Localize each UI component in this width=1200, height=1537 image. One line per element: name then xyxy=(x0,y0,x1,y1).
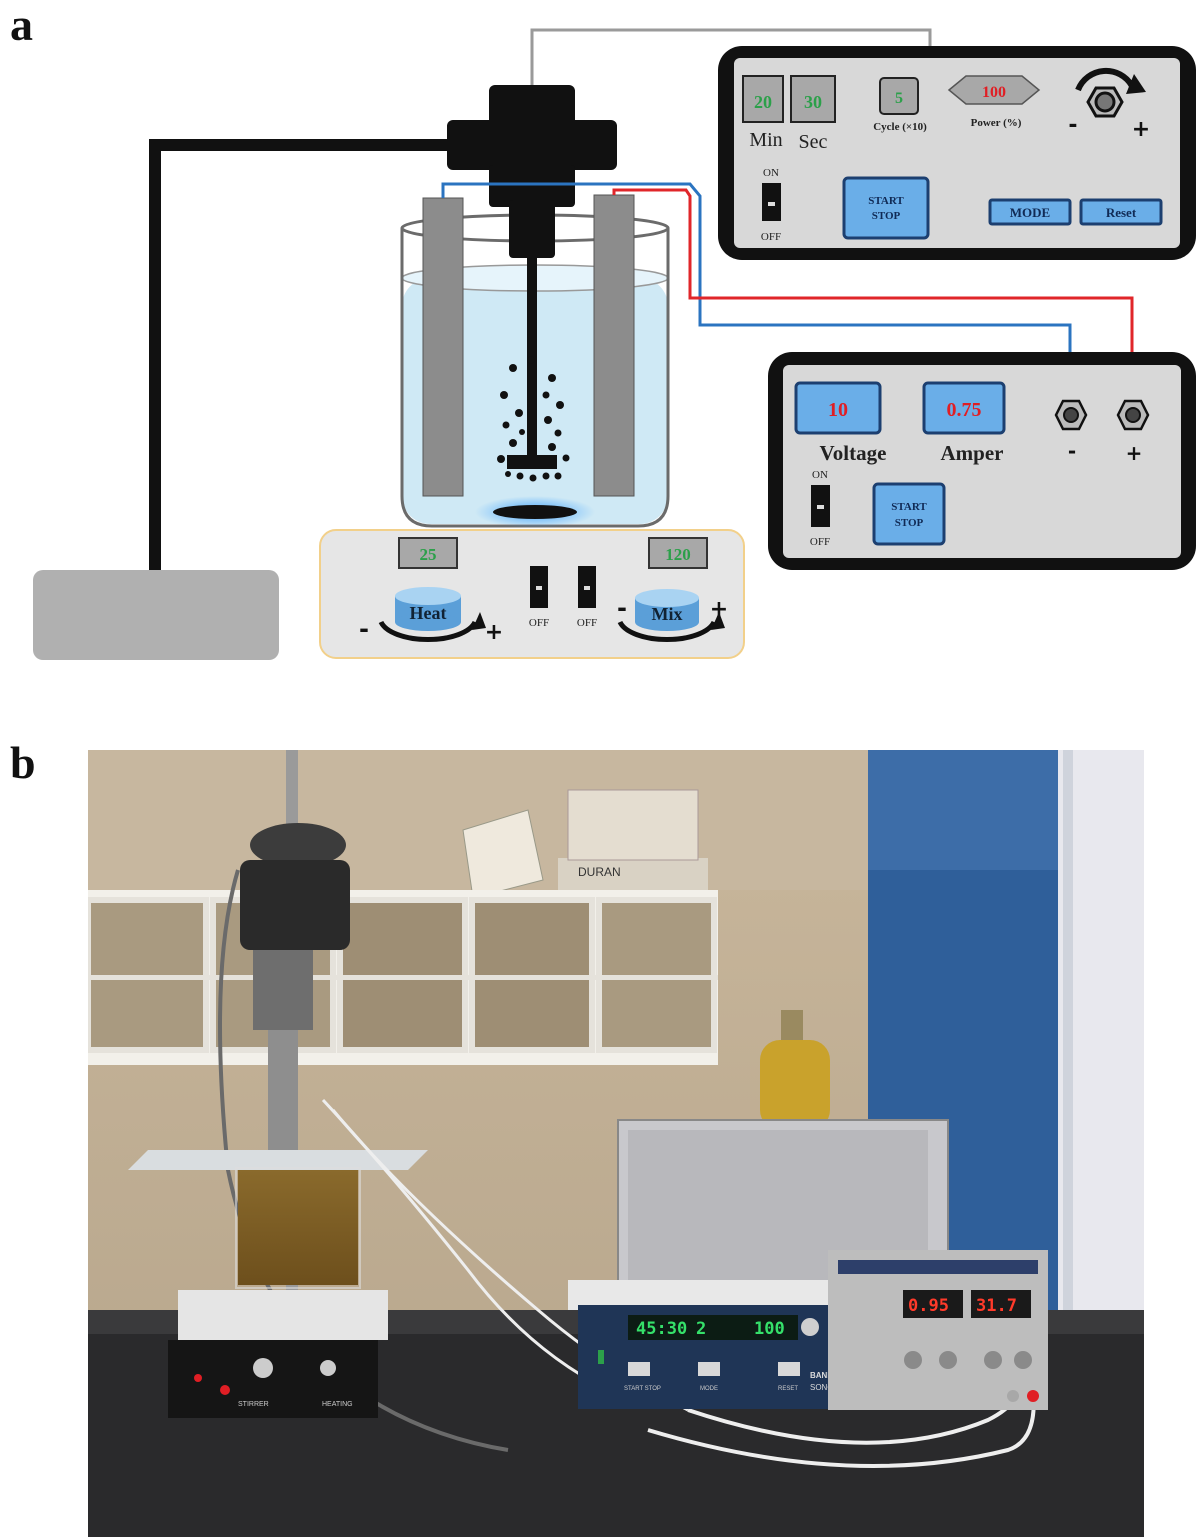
amplitude-knob-icon[interactable] xyxy=(1075,67,1146,118)
sonicator-mode-key: MODE xyxy=(700,1386,718,1392)
supply-voltage-readout: 31.7 xyxy=(976,1296,1017,1316)
mix-display xyxy=(648,537,708,569)
power-display xyxy=(947,75,1041,105)
cycle-display xyxy=(879,77,919,115)
minutes-value: 20 xyxy=(754,92,772,112)
panel-a-schematic: 20 30 Min Sec 5 Cycle (×10) 100 Power (%… xyxy=(33,28,1196,660)
blue-wire xyxy=(441,182,1072,400)
heat-off-label: OFF xyxy=(529,617,549,629)
heat-display xyxy=(398,537,458,569)
heat-plus: + xyxy=(485,620,503,645)
gas-cylinder xyxy=(760,1040,830,1130)
reset-button[interactable] xyxy=(1079,198,1163,226)
reaction-beaker xyxy=(235,1167,361,1289)
sonicator-start-stop-button[interactable] xyxy=(842,176,930,240)
electrode-left xyxy=(422,197,464,497)
mix-value: 120 xyxy=(665,545,691,564)
photo-sonicator xyxy=(568,1280,868,1409)
photo-power-supply xyxy=(828,1250,1048,1410)
min-label: Min xyxy=(749,129,782,151)
heat-minus: - xyxy=(359,615,369,643)
knob-plus: + xyxy=(1132,117,1150,142)
amper-label: Amper xyxy=(941,441,1004,465)
mode-button[interactable] xyxy=(988,198,1072,226)
stand-base xyxy=(33,570,279,660)
knob-minus: - xyxy=(1068,113,1077,138)
negative-terminal-icon[interactable] xyxy=(1054,399,1088,431)
supply-stop-label: STOP xyxy=(895,517,924,529)
heating-label: HEATING xyxy=(322,1401,353,1408)
probe-cable xyxy=(530,28,932,85)
sonicator-off-label: OFF xyxy=(761,231,781,243)
panel-b-letter: b xyxy=(10,737,36,788)
dc-power-supply: 10 Voltage 0.75 Amper - + ON OFF START S… xyxy=(768,352,1196,570)
mix-plus: + xyxy=(710,597,728,622)
sec-label: Sec xyxy=(799,131,828,153)
panel-a-letter: a xyxy=(10,0,33,50)
sonicator-start-label: START xyxy=(868,195,904,207)
positive-terminal-label: + xyxy=(1126,441,1143,465)
supply-current-readout: 0.95 xyxy=(908,1296,949,1316)
panel-b-photo: DURAN xyxy=(88,750,1144,1537)
power-label: Power (%) xyxy=(971,117,1022,129)
supply-start-stop-button[interactable] xyxy=(872,482,946,546)
stand-arm xyxy=(149,139,460,570)
duran-box-label: DURAN xyxy=(578,865,621,879)
merck-box xyxy=(462,809,544,899)
seconds-display xyxy=(790,75,836,123)
seconds-value: 30 xyxy=(804,92,822,112)
wall-cabinets xyxy=(88,890,718,1065)
power-value: 100 xyxy=(982,84,1006,101)
supply-start-label: START xyxy=(891,501,927,513)
stir-bar xyxy=(493,505,577,519)
stirrer-label: STIRRER xyxy=(238,1401,269,1408)
supply-off-label: OFF xyxy=(810,536,830,548)
ultrasonic-probe xyxy=(447,85,617,469)
electrode-holder-plate xyxy=(128,1150,428,1170)
minutes-display xyxy=(742,75,784,123)
electrode-right xyxy=(593,194,635,497)
cavitation-bubbles xyxy=(497,356,570,482)
sonicator-time-readout: 45:30 xyxy=(636,1319,687,1339)
sonicator-power-readout: 100 xyxy=(754,1319,785,1339)
voltage-value: 10 xyxy=(828,399,848,421)
mix-minus: - xyxy=(617,594,627,622)
cycle-label: Cycle (×10) xyxy=(873,121,927,133)
negative-terminal-label: - xyxy=(1068,439,1076,463)
probe-head xyxy=(240,823,350,1170)
sonicator-controller: 20 30 Min Sec 5 Cycle (×10) 100 Power (%… xyxy=(718,46,1196,260)
photo-hotplate xyxy=(168,1290,388,1418)
supply-on-label: ON xyxy=(812,469,828,481)
voltage-display xyxy=(794,381,882,435)
reset-label: Reset xyxy=(1106,205,1137,220)
sonicator-stop-label: STOP xyxy=(872,210,901,222)
positive-terminal-icon[interactable] xyxy=(1116,399,1150,431)
amper-value: 0.75 xyxy=(947,399,982,421)
mix-label: Mix xyxy=(652,604,683,624)
heat-knob-icon[interactable] xyxy=(378,587,486,642)
red-wire xyxy=(612,188,1134,400)
mix-off-label: OFF xyxy=(577,617,597,629)
carton-box xyxy=(567,789,699,861)
hotplate-stirrer: 25 120 Heat - + OFF OFF Mix - + xyxy=(319,529,745,659)
voltage-label: Voltage xyxy=(820,441,887,465)
sonicator-reset-key: RESET xyxy=(778,1386,798,1392)
mix-knob-icon[interactable] xyxy=(617,589,725,642)
amper-display xyxy=(922,381,1006,435)
sonicator-on-label: ON xyxy=(763,167,779,179)
mode-label: MODE xyxy=(1010,205,1050,220)
sonicator-start-stop-key: START STOP xyxy=(624,1386,661,1392)
sonicator-cycle-readout: 2 xyxy=(696,1319,706,1339)
heat-value: 25 xyxy=(420,545,437,564)
cycle-value: 5 xyxy=(895,90,903,107)
heat-label: Heat xyxy=(410,603,447,623)
